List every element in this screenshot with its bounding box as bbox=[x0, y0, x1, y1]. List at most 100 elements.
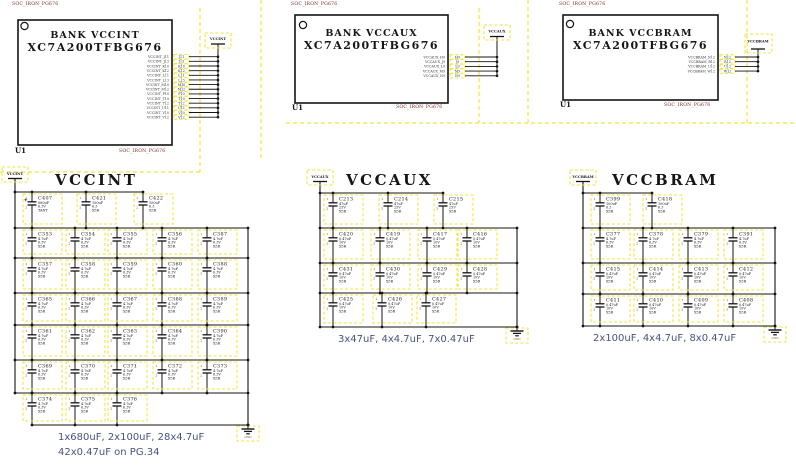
gnd-symbol[interactable]: GND bbox=[763, 324, 787, 343]
power-symbol-vccbram[interactable]: VCCBRAM bbox=[746, 40, 769, 50]
cap-value: 6.3V bbox=[38, 406, 46, 410]
pin-name: VCCINT_V10 bbox=[146, 111, 169, 115]
junction-dot bbox=[515, 261, 519, 265]
power-symbol-vccint[interactable]: VCCINT bbox=[6, 172, 23, 180]
pin-number: P10 bbox=[178, 92, 184, 96]
gnd-symbol[interactable]: GND bbox=[236, 423, 260, 442]
junction-dot bbox=[73, 391, 77, 395]
cap-value: X5R bbox=[81, 275, 89, 279]
junction-dot bbox=[686, 261, 690, 265]
cap-value: X5R bbox=[38, 342, 46, 346]
junction-dot bbox=[641, 261, 645, 265]
cap-pin-2: 2 bbox=[419, 307, 421, 311]
junction-dot bbox=[30, 256, 34, 260]
cap-pin-2: 2 bbox=[593, 242, 595, 246]
ic-body[interactable] bbox=[17, 19, 173, 146]
highlight-box bbox=[22, 394, 63, 422]
cap-pin-2: 2 bbox=[110, 407, 112, 411]
power-symbol-vccbram[interactable]: VCCBRAM bbox=[571, 175, 594, 183]
junction-dot bbox=[424, 325, 428, 329]
cap-value: 6.3V bbox=[168, 338, 176, 342]
cap-pin-1: 1 bbox=[25, 364, 27, 368]
gnd-symbol[interactable]: GND bbox=[505, 325, 529, 344]
pin-name: VCCINT_T10 bbox=[146, 97, 169, 101]
cap-value: 0.47uF bbox=[386, 237, 399, 241]
ic-body[interactable] bbox=[562, 14, 719, 101]
cap-value: 4.7uF bbox=[213, 237, 224, 241]
cap-pin-2: 2 bbox=[155, 272, 157, 276]
ic-body[interactable] bbox=[294, 14, 449, 104]
power-symbol-vccint[interactable]: VCCINT bbox=[209, 37, 226, 45]
cap-pin-1: 1 bbox=[25, 196, 27, 200]
power-symbol-vccaux[interactable]: VCCAUX bbox=[310, 175, 329, 183]
cap-pin-2: 2 bbox=[110, 374, 112, 378]
power-symbol-vccaux[interactable]: VCCAUX bbox=[487, 30, 506, 38]
cap-refdes: C363 bbox=[123, 328, 137, 334]
sheet-ref: SOC_IRON_PG676 bbox=[12, 2, 59, 7]
